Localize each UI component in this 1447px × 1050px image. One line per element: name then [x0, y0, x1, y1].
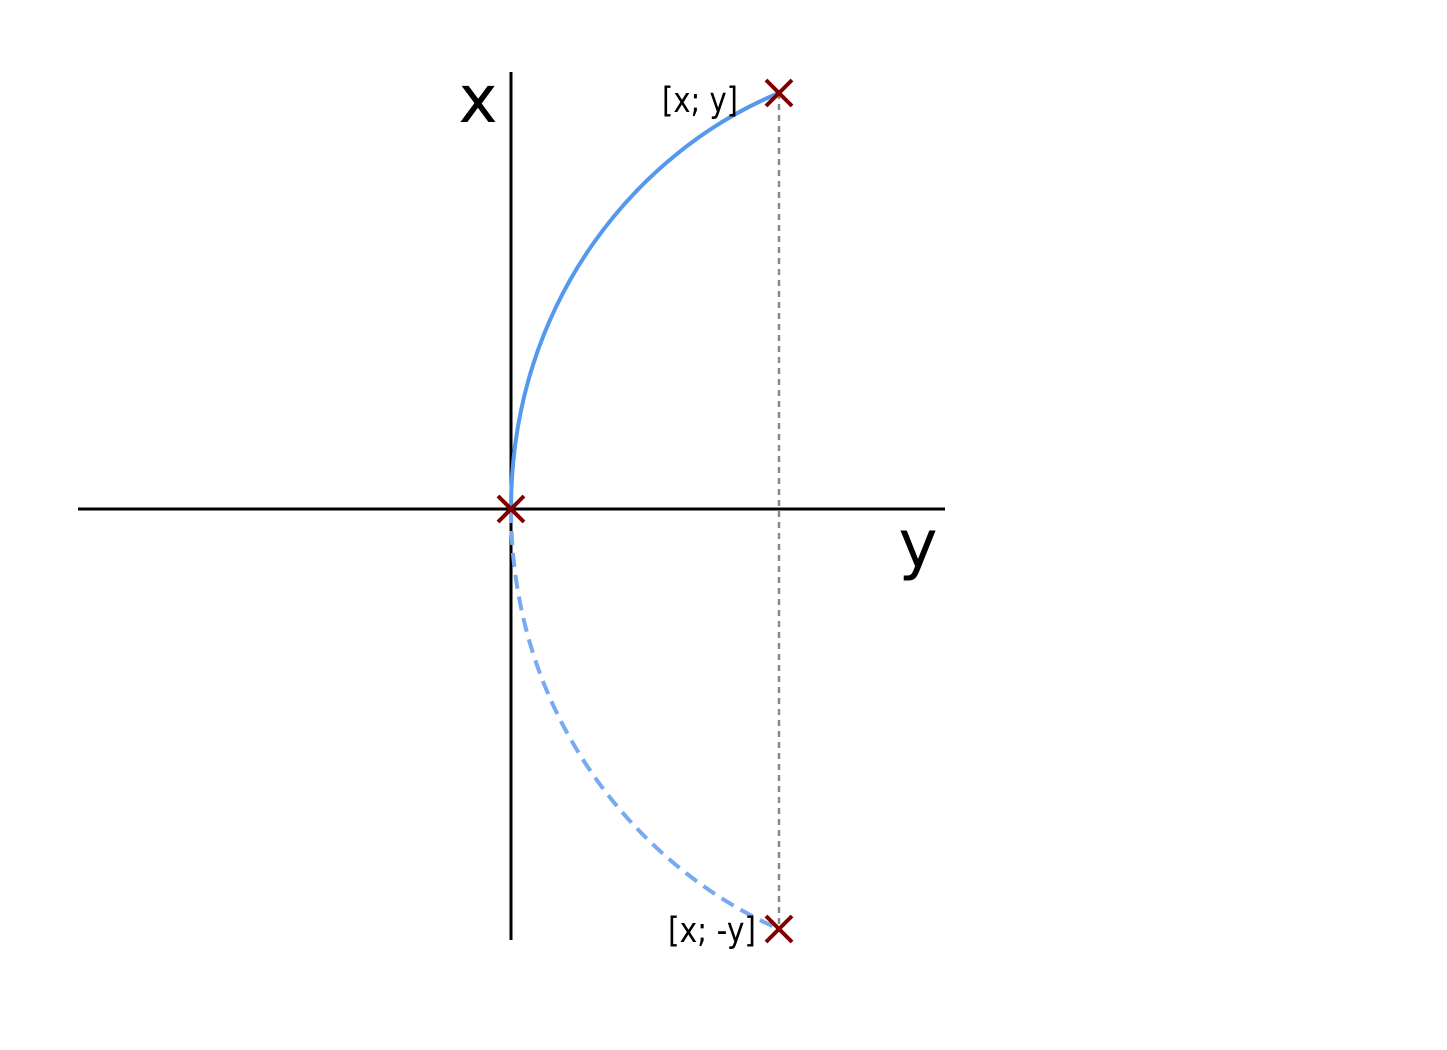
origin-point-marker	[496, 494, 526, 524]
lower-curve-branch	[509, 508, 780, 931]
horizontal-axis-title: y	[898, 506, 937, 583]
upper-point-label: [x; y]	[662, 81, 738, 121]
lower-point-marker	[764, 914, 794, 944]
lower-point-label: [x; -y]	[668, 911, 756, 951]
vertical-axis-title: x	[458, 61, 497, 138]
upper-point-marker	[764, 78, 794, 108]
upper-curve-branch	[509, 91, 781, 511]
